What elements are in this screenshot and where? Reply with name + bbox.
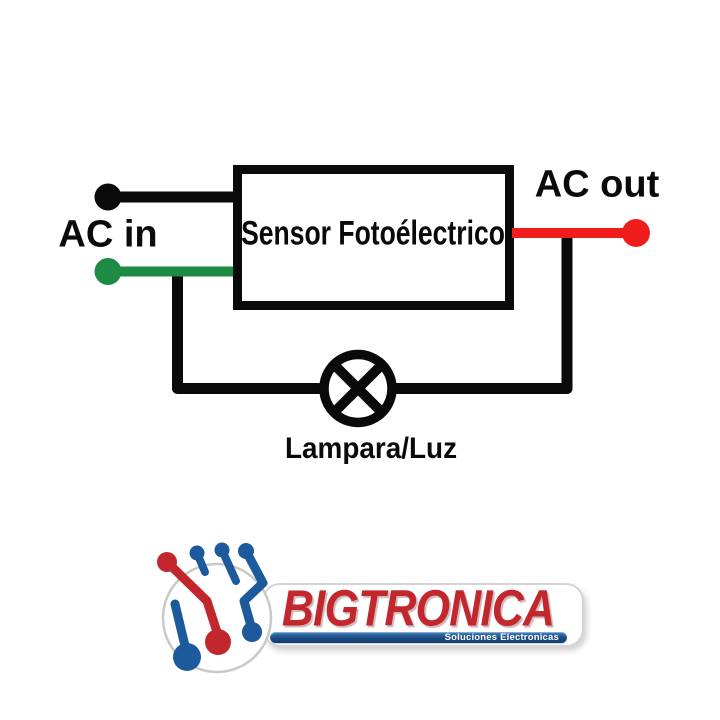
ac-out-label: AC out — [534, 163, 660, 206]
trace-pad-blue-4 — [242, 622, 262, 642]
tagline-text: Soluciones Electronicas — [444, 632, 559, 643]
circuit-trace-blue-left — [170, 599, 191, 655]
trace-pad-blue-1 — [189, 545, 205, 561]
trace-pad-red-large — [205, 629, 231, 655]
terminal-dot-red — [622, 219, 650, 247]
circuit-trace-blue-right — [239, 546, 268, 631]
trace-pad-blue-2 — [214, 542, 230, 558]
terminal-dot-black — [94, 183, 122, 211]
lamp-symbol-icon — [319, 349, 397, 428]
brand-wordmark: BIGTRONICA — [281, 579, 555, 637]
lamp-cross-line-2 — [331, 361, 385, 416]
sensor-label: Sensor Fotoélectrico — [241, 214, 505, 253]
tagline-bar: Soluciones Electronicas — [270, 632, 567, 643]
circuit-trace-red — [162, 557, 222, 637]
trace-pad-blue-3 — [238, 543, 254, 559]
terminal-dot-green — [94, 258, 122, 285]
lamp-label: Lampara/Luz — [284, 432, 458, 465]
ac-in-label: AC in — [58, 213, 158, 256]
sensor-box — [233, 165, 514, 310]
trace-pad-red-small — [157, 552, 177, 572]
trace-pad-blue-large — [173, 643, 201, 671]
